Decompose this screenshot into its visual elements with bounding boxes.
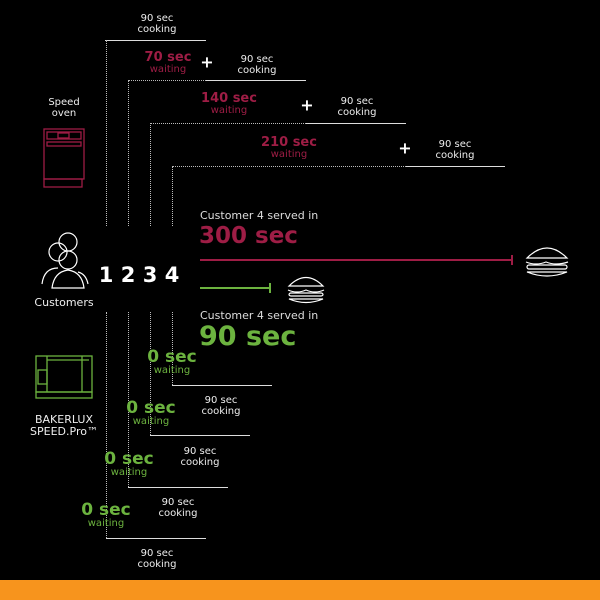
customers-label: Customers <box>34 296 94 309</box>
timeline-dotted-4b <box>172 312 173 385</box>
wait-label: waiting <box>87 518 125 529</box>
cook-value: 90 sec <box>140 548 174 559</box>
result-value-bakerlux: 90 sec <box>199 321 297 352</box>
timeline-dotted-2 <box>128 80 129 226</box>
cooking-line <box>306 123 406 124</box>
result-value-speed-oven: 300 sec <box>199 223 298 249</box>
timeline-dotted-2b <box>128 312 129 487</box>
bakerlux-total-line <box>200 287 270 289</box>
burger-icon <box>287 276 325 304</box>
wait-value: 0 sec <box>104 449 154 469</box>
customer-number-4: 4 <box>164 263 180 287</box>
speed-oven-label-line2: oven <box>51 108 77 119</box>
orange-footer-bar <box>0 580 600 600</box>
cooking-line <box>172 385 272 386</box>
wait-value: 0 sec <box>126 398 176 418</box>
wait-label: waiting <box>270 149 308 160</box>
cooking-line <box>406 166 505 167</box>
timeline-dotted-1 <box>106 40 107 226</box>
cook-value: 90 sec <box>240 54 274 65</box>
burger-icon <box>525 247 569 277</box>
line-end-tick <box>511 255 513 265</box>
waiting-line <box>172 166 406 167</box>
cook-value: 90 sec <box>438 139 472 150</box>
speed-oven-label-line1: Speed <box>48 97 80 108</box>
line-end-tick <box>269 283 271 293</box>
wait-label: waiting <box>132 416 170 427</box>
cook-value: 90 sec <box>340 96 374 107</box>
customer-number-1: 1 <box>98 263 114 287</box>
cook-value: 90 sec <box>140 13 174 24</box>
speed-oven-total-line <box>200 259 512 261</box>
wait-value: 210 sec <box>261 135 317 150</box>
cooking-line <box>150 435 250 436</box>
waiting-line <box>150 123 306 124</box>
bakerlux-label-line1: BAKERLUX <box>34 413 94 426</box>
customer-number-2: 2 <box>120 263 136 287</box>
cook-label: cooking <box>337 107 377 118</box>
plus-icon: + <box>398 138 412 158</box>
waiting-line <box>128 80 206 81</box>
customers-icon <box>41 232 89 289</box>
wait-value: 0 sec <box>147 347 197 367</box>
plus-icon: + <box>300 95 314 115</box>
wait-value: 70 sec <box>144 50 192 65</box>
cooking-line <box>128 487 228 488</box>
timeline-dotted-1b <box>106 312 107 538</box>
cook-label: cooking <box>201 406 241 417</box>
timeline-dotted-3b <box>150 312 151 435</box>
cook-value: 90 sec <box>204 395 238 406</box>
timeline-dotted-4 <box>172 166 173 226</box>
bakerlux-label-line2: SPEED.Pro™ <box>30 425 98 438</box>
plus-icon: + <box>200 52 214 72</box>
customer-number-3: 3 <box>142 263 158 287</box>
cook-label: cooking <box>137 559 177 570</box>
wait-value: 0 sec <box>81 500 131 520</box>
timeline-dotted-3 <box>150 123 151 226</box>
result-caption-bakerlux: Customer 4 served in <box>200 309 319 322</box>
bakerlux-oven-icon <box>35 355 93 399</box>
wait-label: waiting <box>149 64 187 75</box>
wait-value: 140 sec <box>201 91 257 106</box>
cook-label: cooking <box>158 508 198 519</box>
result-caption-speed-oven: Customer 4 served in <box>200 209 319 222</box>
cook-label: cooking <box>237 65 277 76</box>
cook-label: cooking <box>137 24 177 35</box>
speed-oven-icon <box>43 128 85 188</box>
cooking-line <box>105 40 206 41</box>
wait-label: waiting <box>153 365 191 376</box>
cook-value: 90 sec <box>161 497 195 508</box>
wait-label: waiting <box>210 105 248 116</box>
cooking-line <box>206 80 306 81</box>
cooking-line <box>106 538 206 539</box>
cook-label: cooking <box>180 457 220 468</box>
cook-value: 90 sec <box>183 446 217 457</box>
wait-label: waiting <box>110 467 148 478</box>
cook-label: cooking <box>435 150 475 161</box>
